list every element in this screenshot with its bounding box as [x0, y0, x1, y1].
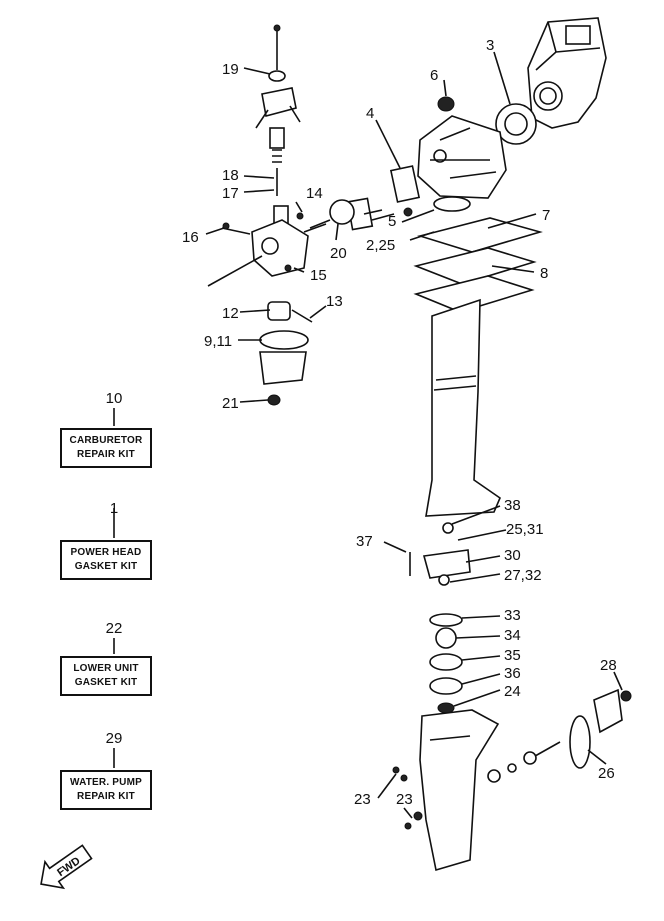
crankcase-cover-part-3 [495, 103, 537, 145]
kit-number-water-pump: 29 [105, 730, 123, 747]
callout-30: 30 [504, 547, 521, 564]
callout-23-a: 23 [354, 791, 371, 808]
kit-label-line1: CARBURETOR [69, 435, 143, 446]
kit-label-line2: GASKET KIT [74, 561, 138, 572]
callout-5: 5 [388, 213, 396, 230]
callout-20: 20 [330, 245, 347, 262]
kit-label-line1: POWER HEAD [70, 547, 142, 558]
kit-number-lower-unit: 22 [105, 620, 123, 637]
callout-36: 36 [504, 665, 521, 682]
kit-number-carburetor: 10 [105, 390, 123, 407]
callout-13: 13 [326, 293, 343, 310]
callout-15: 15 [310, 267, 327, 284]
kit-label-line1: WATER. PUMP [69, 777, 142, 788]
kit-box-power-head-gasket: POWER HEAD GASKET KIT [60, 540, 152, 580]
callout-26: 26 [598, 765, 615, 782]
callout-27-32: 27,32 [504, 567, 542, 584]
seal-part-6 [437, 96, 455, 112]
fwd-arrow: FWD [40, 844, 93, 890]
kit-label-line2: REPAIR KIT [77, 791, 135, 802]
kit-label-line2: GASKET KIT [74, 677, 138, 688]
callout-37: 37 [356, 533, 373, 550]
callout-9-11: 9,11 [204, 333, 232, 350]
water-pump-parts [409, 522, 471, 714]
callout-17: 17 [222, 185, 239, 202]
bolts-part-5 [363, 207, 413, 221]
gasket-plates-part-7-8 [413, 196, 543, 313]
crankcase-part [417, 115, 507, 199]
callout-7: 7 [542, 207, 550, 224]
callout-19: 19 [222, 61, 239, 78]
callout-14: 14 [306, 185, 323, 202]
callout-38: 38 [504, 497, 521, 514]
callout-24: 24 [504, 683, 521, 700]
intake-gasket-part-4 [346, 165, 421, 231]
callout-21: 21 [222, 395, 239, 412]
carburetor-assembly [207, 24, 355, 406]
lower-unit-gearcase [392, 688, 632, 872]
callout-18: 18 [222, 167, 239, 184]
callout-23-b: 23 [396, 791, 413, 808]
callout-4: 4 [366, 105, 374, 122]
cylinder-block [527, 17, 607, 129]
callout-28: 28 [600, 657, 617, 674]
callout-6: 6 [430, 67, 438, 84]
callout-16: 16 [182, 229, 199, 246]
drive-shaft-housing [425, 298, 501, 517]
callout-2-25: 2,25 [366, 237, 395, 254]
kit-label-line1: LOWER UNIT [73, 663, 139, 674]
kit-number-power-head: 1 [109, 500, 119, 517]
callout-8: 8 [540, 265, 548, 282]
callout-35: 35 [504, 647, 521, 664]
callout-12: 12 [222, 305, 239, 322]
kit-label-line2: REPAIR KIT [77, 449, 135, 460]
kit-box-carburetor-repair: CARBURETOR REPAIR KIT [60, 428, 152, 468]
callout-34: 34 [504, 627, 521, 644]
kit-box-lower-unit-gasket: LOWER UNIT GASKET KIT [60, 656, 152, 696]
kit-box-water-pump-repair: WATER. PUMP REPAIR KIT [60, 770, 152, 810]
leader-lines [205, 51, 623, 819]
callout-33: 33 [504, 607, 521, 624]
callout-3: 3 [486, 37, 494, 54]
callout-25-31: 25,31 [506, 521, 544, 538]
